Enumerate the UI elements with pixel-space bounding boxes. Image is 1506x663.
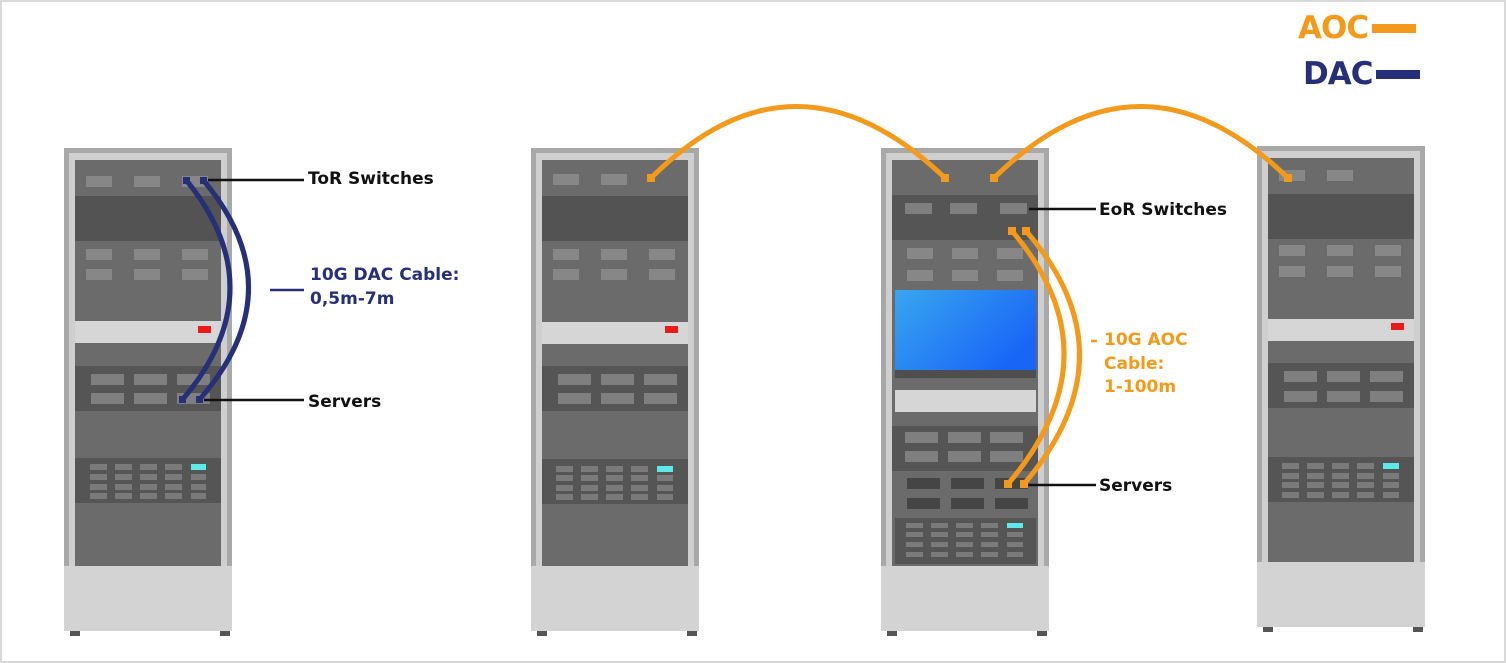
- cyan-indicator-icon: [191, 464, 206, 470]
- dac-connectors: [179, 177, 207, 403]
- legend-label-dac: DAC: [1303, 56, 1373, 92]
- dac-cable-spec-line2: 0,5m-7m: [310, 289, 395, 309]
- tor-switches-label: ToR Switches: [308, 169, 434, 189]
- server-unit: [75, 366, 221, 411]
- rack-3: [881, 148, 1049, 636]
- servers-label-right: Servers: [1099, 476, 1173, 496]
- cyan-indicator-icon: [1383, 463, 1399, 469]
- dac-cable-spec-line1: 10G DAC Cable:: [310, 265, 460, 285]
- cyan-indicator-icon: [657, 466, 673, 472]
- aoc-cable-spec-line2: Cable:: [1104, 354, 1165, 374]
- monitor-screen: [895, 290, 1036, 370]
- dac-cable: [181, 179, 251, 401]
- legend-label-aoc: AOC: [1298, 10, 1369, 46]
- aoc-line-swatch-icon: [1372, 23, 1417, 33]
- eor-switches-label: EoR Switches: [1099, 200, 1228, 220]
- rack-2: [531, 148, 699, 636]
- red-indicator-icon: [1391, 323, 1404, 330]
- aoc-cable-spec-line3: 1-100m: [1104, 377, 1177, 397]
- rack-4: [1257, 146, 1425, 632]
- aoc-cable: [649, 104, 1290, 486]
- cyan-indicator-icon: [1007, 523, 1023, 528]
- rack-1: [64, 148, 232, 636]
- aoc-cable-spec-line1: 10G AOC: [1104, 330, 1188, 350]
- leader-lines: [204, 178, 1097, 487]
- dac-line-swatch-icon: [1376, 69, 1421, 79]
- servers-label-left: Servers: [308, 392, 382, 412]
- red-indicator-icon: [665, 326, 678, 333]
- legend-item-aoc: AOC: [1298, 10, 1417, 46]
- legend-item-dac: DAC: [1303, 56, 1421, 92]
- red-indicator-icon: [198, 326, 211, 333]
- aoc-connectors: [647, 174, 1292, 488]
